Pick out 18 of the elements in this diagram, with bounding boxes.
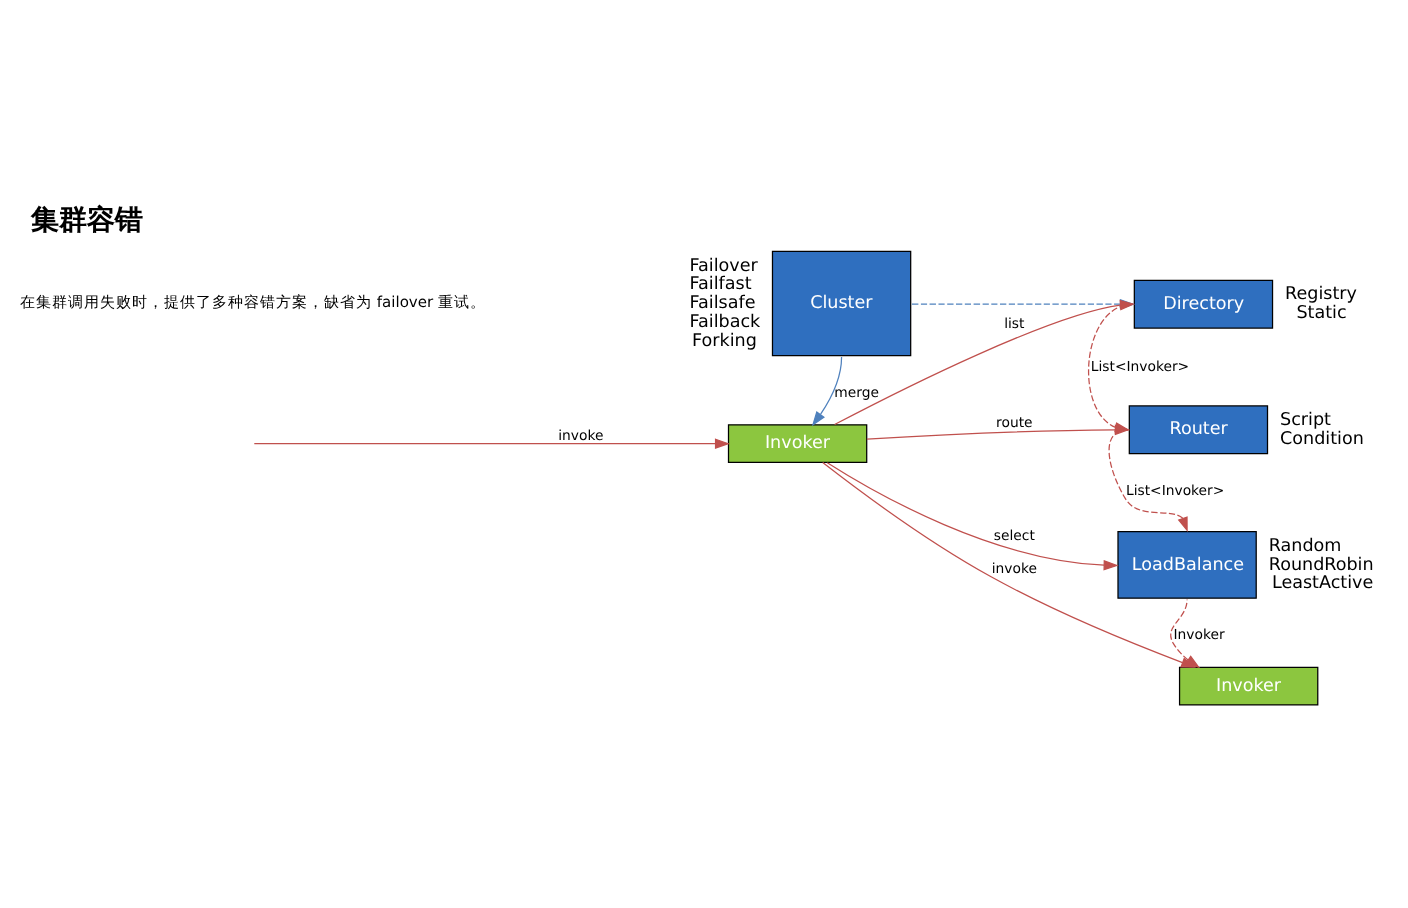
arrow [1108,429,1188,533]
node-label: Forking [692,331,757,352]
node-label: Failfast [689,275,752,296]
diagram-title: 集群容错 [31,204,144,237]
node-label: Condition [1280,429,1364,450]
node-label: Random [1268,536,1342,557]
node-label: Failsafe [689,294,756,315]
node-label: Script [1280,411,1332,432]
arrow [253,438,731,449]
node-label: Failback [689,313,761,334]
node-label: RoundRobin [1268,555,1374,576]
node-label: LeastActive [1271,574,1374,595]
arrow [1087,303,1134,433]
node-label: Static [1296,304,1347,325]
arrow [811,356,843,427]
node-label: Registry [1285,285,1358,306]
node-label: Failover [689,256,758,277]
arrow [826,462,1119,571]
